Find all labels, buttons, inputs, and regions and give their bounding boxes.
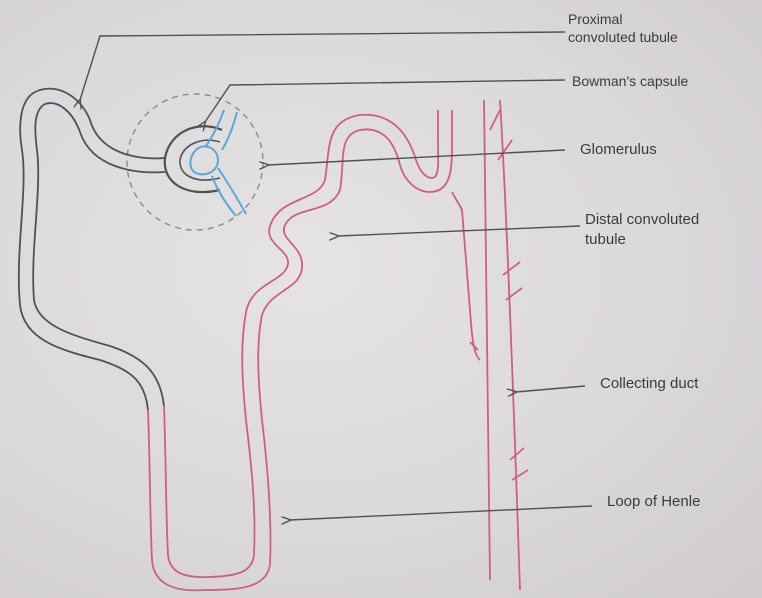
collecting-duct <box>470 100 528 590</box>
loop-of-henle-inner <box>164 312 255 577</box>
distal-tubule-inner <box>246 110 438 312</box>
label-glomerulus: Glomerulus <box>580 141 657 158</box>
collecting-duct-leader <box>516 386 585 392</box>
distal-tubule-outer <box>262 110 452 315</box>
dct-leader <box>338 226 580 236</box>
label-loop-of-henle: Loop of Henle <box>607 493 700 510</box>
label-dct-line2: tubule <box>585 231 626 248</box>
loop-of-henle-outer <box>148 315 271 590</box>
label-bowmans-capsule: Bowman's capsule <box>572 73 689 89</box>
label-collecting-duct: Collecting duct <box>600 375 699 392</box>
pct-leader <box>80 32 565 100</box>
label-pct-line1: Proximal <box>568 11 622 27</box>
label-pct-line2: convoluted tubule <box>568 29 678 45</box>
distal-tubule-connector <box>452 192 480 360</box>
label-dct-line1: Distal convoluted <box>585 211 699 228</box>
bowmans-capsule <box>165 126 222 192</box>
bowman-leader <box>205 80 565 122</box>
loop-leader <box>290 506 592 520</box>
